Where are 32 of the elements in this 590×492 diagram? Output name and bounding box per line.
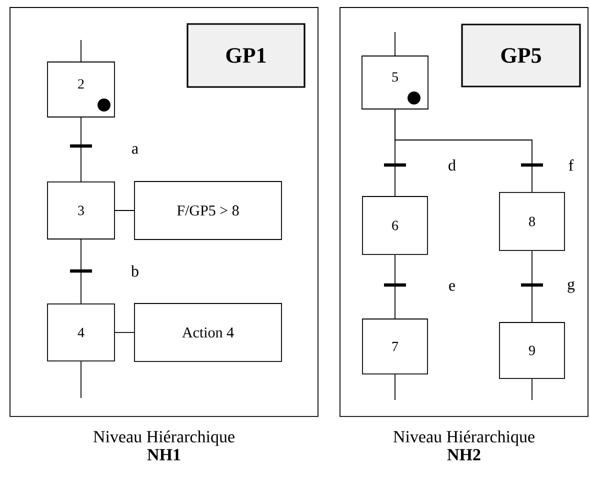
connector-line bbox=[114, 210, 134, 211]
transition-label: d bbox=[447, 158, 457, 172]
step-box: 2 bbox=[47, 62, 115, 118]
transition-label: a bbox=[130, 145, 140, 155]
step-box: 9 bbox=[499, 322, 565, 379]
step-box: 8 bbox=[499, 192, 565, 251]
node-label: Niveau Hiérarchique bbox=[93, 430, 234, 446]
action-box: Action 4 bbox=[134, 303, 282, 362]
step-box: 6 bbox=[362, 196, 428, 255]
connector-line bbox=[394, 109, 532, 192]
connector-line bbox=[80, 239, 82, 304]
transition-label: b bbox=[130, 264, 140, 278]
connector-line bbox=[114, 332, 134, 333]
node-label: NH2 bbox=[447, 449, 480, 460]
node-label: NH1 bbox=[147, 449, 180, 460]
connector-line bbox=[394, 254, 396, 319]
connector-line bbox=[394, 374, 396, 400]
connector-line bbox=[394, 32, 396, 56]
transition-label: g bbox=[566, 280, 576, 294]
transition-label: f bbox=[567, 158, 575, 172]
action-box: F/GP5 > 8 bbox=[134, 181, 282, 240]
node-label: Niveau Hiérarchique bbox=[393, 430, 534, 446]
step-box: 3 bbox=[47, 182, 115, 240]
connector-line bbox=[80, 361, 82, 398]
connector-line bbox=[80, 117, 82, 182]
step-box: 7 bbox=[362, 318, 428, 374]
step-box: 4 bbox=[47, 304, 115, 362]
graph-title-box: GP1 bbox=[186, 23, 306, 88]
graph-title-box: GP5 bbox=[461, 24, 581, 88]
connector-line bbox=[80, 40, 82, 62]
transition-label: e bbox=[447, 282, 457, 292]
step-box: 5 bbox=[362, 56, 428, 110]
